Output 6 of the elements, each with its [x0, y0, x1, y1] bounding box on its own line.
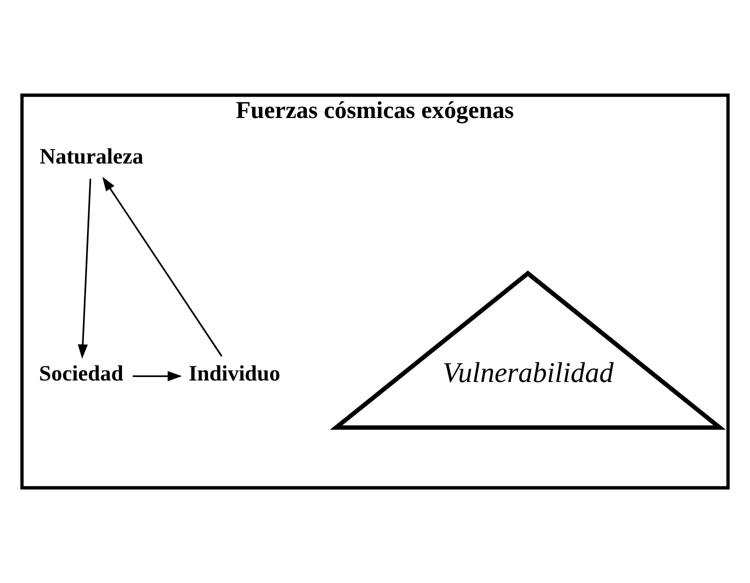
node-text: Sociedad	[39, 360, 124, 386]
node-text: Naturaleza	[40, 143, 144, 168]
arrow	[102, 176, 222, 357]
node-text: Individuo	[188, 360, 280, 386]
arrow	[78, 178, 92, 359]
arrow	[132, 371, 182, 382]
